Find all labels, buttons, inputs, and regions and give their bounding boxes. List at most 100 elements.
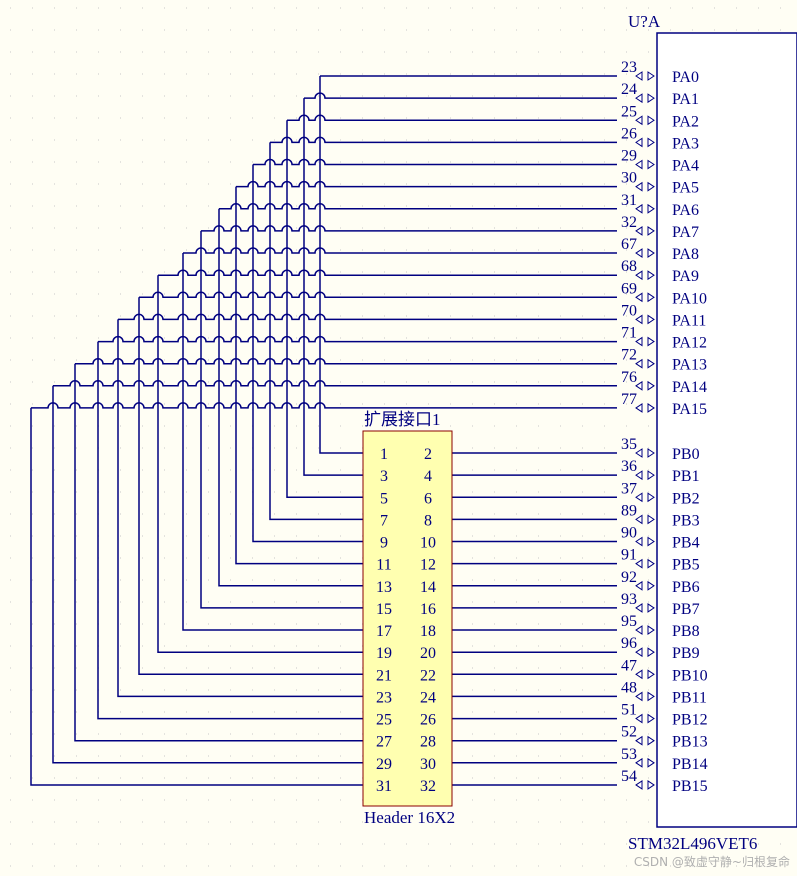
pin-number-pb10: 47 <box>621 657 637 674</box>
pin-label-pb11: PB11 <box>672 689 707 706</box>
pin-label-pb9: PB9 <box>672 645 700 662</box>
pin-number-pa8: 67 <box>621 236 637 253</box>
pin-number-pa15: 77 <box>621 391 637 408</box>
wire-pa15 <box>31 402 617 409</box>
wire-pa12 <box>98 335 617 343</box>
wire-pa13 <box>75 358 617 365</box>
io-marker-pb8 <box>635 625 655 635</box>
pin-label-pb6: PB6 <box>672 579 700 596</box>
wire-pa3 <box>270 136 617 144</box>
wire-header-pin-29 <box>52 385 363 764</box>
wire-pa4 <box>253 158 617 166</box>
io-marker-pb5 <box>635 558 655 569</box>
wire-header-pin-19 <box>157 275 363 653</box>
header-pin-30: 30 <box>420 756 436 773</box>
io-marker-pb14 <box>635 757 655 768</box>
pin-number-pb14: 53 <box>621 746 637 763</box>
io-marker-pa11 <box>635 314 655 325</box>
io-marker-pa6 <box>635 203 655 214</box>
pin-number-pa12: 71 <box>621 325 637 342</box>
pin-label-pb0: PB0 <box>672 446 700 463</box>
pin-number-pa3: 26 <box>621 125 637 142</box>
wire-header-pin-25 <box>97 341 363 720</box>
background-grid <box>10 7 781 867</box>
pin-number-pb5: 91 <box>621 547 637 564</box>
pin-number-pb0: 35 <box>621 436 637 453</box>
io-marker-pb10 <box>635 669 655 680</box>
header-pin-14: 14 <box>420 579 436 596</box>
pin-label-pa7: PA7 <box>672 224 699 241</box>
pin-number-pb3: 89 <box>621 502 637 519</box>
io-marker-pa4 <box>635 159 655 170</box>
pin-number-pa4: 29 <box>621 148 637 165</box>
header-pin-16: 16 <box>420 601 436 618</box>
pin-label-pa5: PA5 <box>672 180 699 197</box>
wire-pa8 <box>183 247 617 254</box>
wire-header-pin-11 <box>235 186 363 565</box>
wire-header-pin-17 <box>182 253 363 631</box>
wire-header-pin-1 <box>319 76 363 454</box>
pin-label-pa3: PA3 <box>672 135 699 152</box>
wire-header-pin-15 <box>200 230 363 609</box>
wire-header-pin-5 <box>286 120 363 499</box>
pin-label-pa0: PA0 <box>672 69 699 86</box>
wire-pa2 <box>287 114 617 122</box>
io-marker-pa7 <box>635 225 655 236</box>
pin-label-pb5: PB5 <box>672 557 700 574</box>
header-pin-23: 23 <box>376 689 392 706</box>
header-body[interactable] <box>362 430 453 807</box>
wire-pa7 <box>201 225 617 232</box>
header-pin-18: 18 <box>420 623 436 640</box>
io-marker-pa3 <box>635 137 655 148</box>
wire-pa5 <box>236 180 617 188</box>
wire-pa11 <box>118 313 617 321</box>
pin-number-pa6: 31 <box>621 192 637 209</box>
header-pin-28: 28 <box>420 734 436 751</box>
pin-number-pa7: 32 <box>621 214 637 231</box>
pin-number-pb2: 37 <box>621 480 637 497</box>
io-marker-pa5 <box>635 181 655 192</box>
wire-header-pin-13 <box>218 208 363 587</box>
wire-header-pin-9 <box>252 164 363 543</box>
pin-number-pa13: 72 <box>621 347 637 364</box>
header-pin-20: 20 <box>420 645 436 662</box>
header-pin-26: 26 <box>420 712 436 729</box>
wire-header-pin-3 <box>303 98 363 476</box>
header-pin-29: 29 <box>376 756 392 773</box>
header-pin-31: 31 <box>376 778 392 795</box>
pin-number-pa1: 24 <box>621 81 637 98</box>
header-part-number: Header 16X2 <box>364 808 455 827</box>
pin-label-pb15: PB15 <box>672 778 708 795</box>
header-pin-4: 4 <box>424 468 432 485</box>
io-marker-pa15 <box>635 403 655 413</box>
io-marker-pb4 <box>635 536 655 547</box>
io-marker-pb2 <box>635 492 655 503</box>
pin-number-pb6: 92 <box>621 569 637 586</box>
io-marker-pb11 <box>635 691 655 702</box>
chip-body[interactable] <box>656 32 797 828</box>
pin-label-pa8: PA8 <box>672 246 699 263</box>
net-wires <box>30 75 617 786</box>
wire-pa10 <box>139 291 617 299</box>
pin-label-pb12: PB12 <box>672 712 708 729</box>
wire-header-pin-27 <box>74 363 363 742</box>
header-pin-5: 5 <box>380 490 388 507</box>
pin-label-pb13: PB13 <box>672 734 708 751</box>
header-pin-3: 3 <box>380 468 388 485</box>
io-marker-pb0 <box>635 448 655 458</box>
pin-label-pa10: PA10 <box>672 290 707 307</box>
io-marker-pb7 <box>635 602 655 613</box>
io-marker-pb6 <box>635 580 655 591</box>
watermark: CSDN @致虚守静~归根复命 <box>634 854 790 869</box>
chip-designator: U?A <box>628 12 661 31</box>
chip-pins: 23PA024PA125PA226PA329PA430PA531PA632PA7… <box>621 59 708 795</box>
grid-dots <box>10 7 781 867</box>
io-marker-pa2 <box>635 115 655 126</box>
header-pin-12: 12 <box>420 557 436 574</box>
pin-number-pb9: 96 <box>621 635 637 652</box>
header-pin-8: 8 <box>424 512 432 529</box>
header-pin-24: 24 <box>420 689 436 706</box>
pin-label-pb14: PB14 <box>672 756 708 773</box>
